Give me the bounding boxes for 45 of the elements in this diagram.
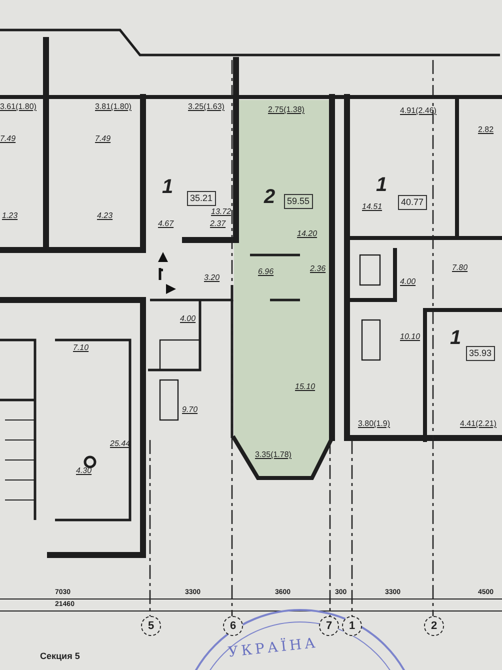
apartment-number: 1 [450,328,462,348]
room-dimension: 3.81(1.80) [95,103,132,111]
room-dimension: 3.35(1.78) [255,451,292,459]
room-area: 14.20 [297,230,318,238]
total-area: 40.77 [398,195,427,210]
room-area: 4.23 [97,212,113,220]
room-area: 1.23 [2,212,18,220]
room-area: 4.00 [400,278,416,286]
stamp-text: УКРАЇНА [227,635,319,661]
room-dimension: 2.82 [478,126,494,134]
section-caption: Секция 5 [40,652,80,661]
room-area: 7.10 [73,344,89,352]
total-area: 35.21 [187,191,216,206]
room-area: 25.44 [110,440,130,448]
apartment-number: 2 [264,187,276,207]
room-area: 3.20 [204,274,220,282]
axis-bubble: 7 [319,616,339,636]
room-area: 15.10 [295,383,316,391]
room-dimension: 3.61(1.80) [0,103,36,111]
axis-bubble: 2 [424,616,444,636]
room-area: 9.70 [182,406,198,414]
room-dimension: 4.91(2.46) [400,107,436,115]
room-area: 7.49 [95,135,111,143]
room-area: 14.51 [362,203,382,211]
room-dimension: 3.80(1.9) [358,420,390,428]
room-dimension: 4.41(2.21) [460,420,496,428]
total-area: 59.55 [284,194,313,209]
room-dimension: 3.25(1.63) [188,103,224,111]
room-area: 4.00 [180,315,196,323]
axis-bubble: 6 [223,616,243,636]
room-area: 4.30 [76,467,92,475]
room-area: 6.96 [258,268,274,276]
apartment-number: 1 [376,175,388,195]
room-area: 13.72 [211,208,232,216]
room-dimension: 2.75(1.38) [268,106,304,114]
apartment-number: 1 [162,177,174,197]
room-area: 2.37 [210,220,226,228]
total-area: 35.93 [466,346,495,361]
room-area: 7.49 [0,135,16,143]
room-area: 2.36 [310,265,326,273]
room-area: 4.67 [158,220,174,228]
axis-bubble: 5 [141,616,161,636]
room-area: 10.10 [400,333,420,341]
axis-bubble: 1 [342,616,362,636]
room-area: 7.80 [452,264,468,272]
